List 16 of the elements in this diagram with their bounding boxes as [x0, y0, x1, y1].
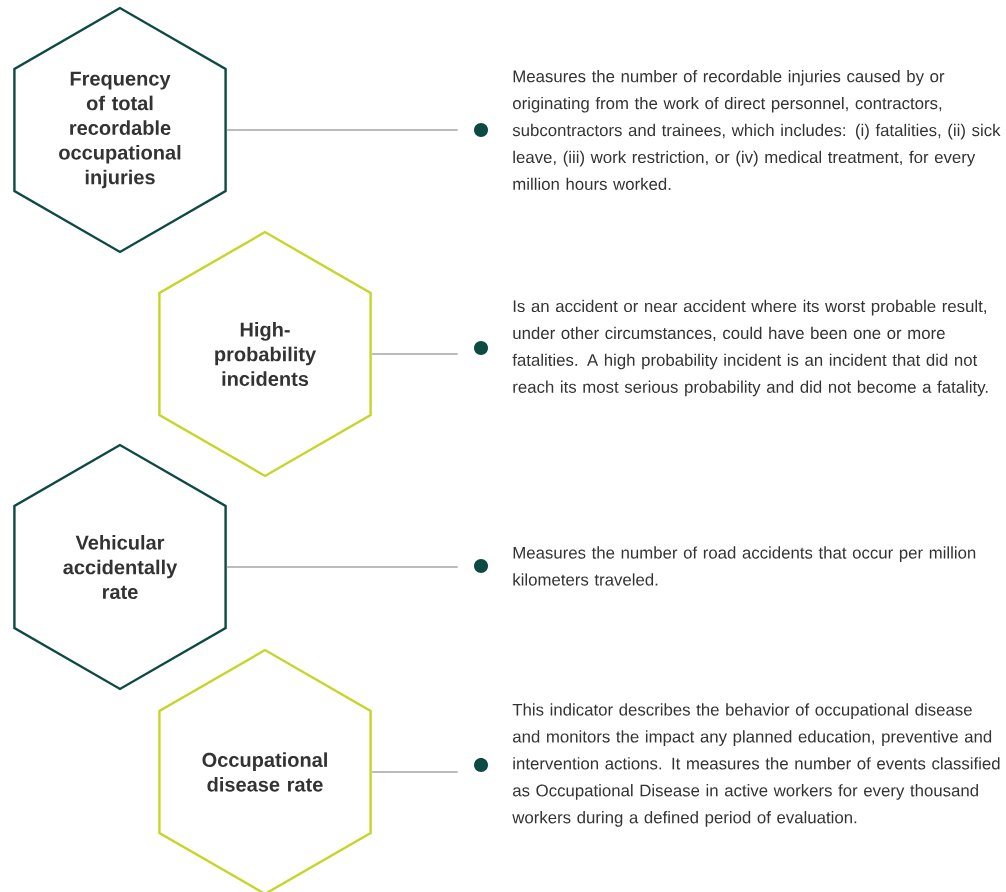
description-text: Measures the number of road accidents that occur per million kilometers traveled.: [513, 546, 976, 586]
hexagon-box: Vehicular accidentally rate: [13, 443, 227, 691]
dot: [474, 341, 488, 355]
dot: [474, 559, 488, 573]
hexagon-box: Occupational disease rate: [158, 648, 372, 892]
description-text: Measures the number of recordable injuries caused by or originating from the work of direct personnel, contractors, subcontractors and trainees, which includes: (i) fatalities, (ii) sick leave, (iii) work restriction, or (iv) medical treatment, for every million hours worked.: [512, 69, 1001, 191]
hexagon-box: High-probability incidents: [158, 230, 372, 478]
hexagon-box: Frequency of total recordable occupational injuries: [13, 6, 227, 254]
connector-line: [371, 353, 459, 355]
dot: [474, 758, 488, 772]
connector-line: [226, 566, 459, 568]
connector-line: [371, 771, 459, 773]
connector-line: [226, 129, 459, 131]
dot: [474, 123, 488, 137]
description-text: This indicator describes the behavior of occupational disease and monitors the impact any planned education, preventive and intervention actions. It measures the number of events classified as Occupational Disease in active workers for every thousand workers during a defined period of evaluation.: [512, 703, 1000, 827]
description-text: Is an accident or near accident where its worst probable result, under other circumstances, could have been one or more fatalities. A high probability incident is an incident that did not reach its most serious probability and did not become a fatality.: [512, 299, 988, 397]
